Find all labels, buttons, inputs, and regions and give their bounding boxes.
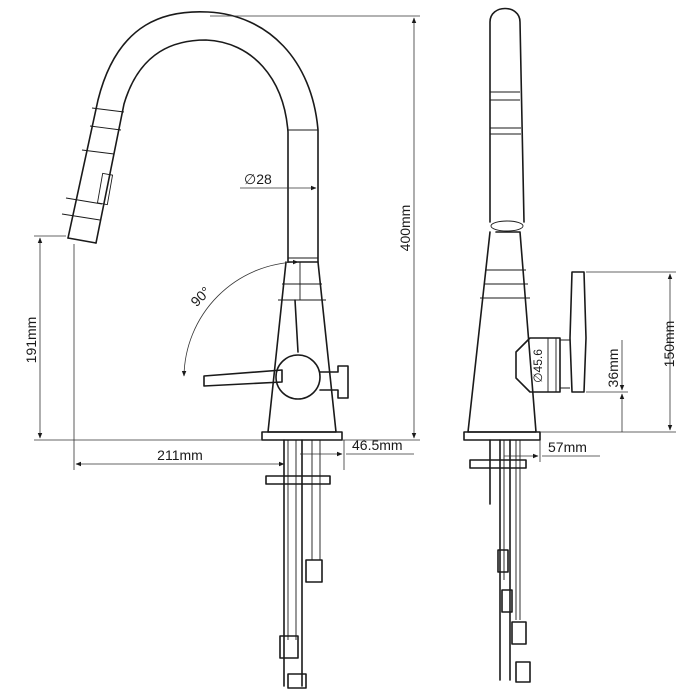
side-dimensions: 150mm 36mm ∅45.6 57mm — [504, 271, 677, 462]
reach-211-label: 211mm — [157, 447, 203, 463]
hose-fitting-3 — [287, 673, 307, 689]
rotation-arc — [181, 259, 299, 377]
height-191-label: 191mm — [23, 317, 39, 364]
side-spout — [489, 7, 525, 223]
faucet-body — [267, 261, 337, 433]
side-aerator — [490, 220, 524, 232]
side-base — [463, 431, 541, 441]
side-fitting-1 — [497, 549, 509, 573]
handle-diameter-label: ∅45.6 — [531, 349, 545, 383]
hose-fitting-2 — [279, 635, 299, 659]
offset-46-label: 46.5mm — [352, 437, 403, 453]
supply-hoses — [287, 440, 321, 640]
side-knob — [319, 365, 349, 399]
pull-out-button — [96, 172, 114, 206]
side-body — [467, 231, 537, 433]
side-shank — [469, 439, 527, 681]
hose-fitting-1 — [305, 559, 323, 583]
spout-diameter-label: ∅28 — [244, 171, 272, 187]
handle-offset-label: 36mm — [605, 349, 621, 388]
mounting-shank — [265, 439, 331, 687]
side-body-collar — [480, 269, 530, 299]
front-dimensions: 400mm 191mm 211mm 46.5mm ∅28 90° — [23, 15, 420, 470]
side-view — [463, 7, 587, 683]
side-fitting-3 — [511, 621, 527, 645]
side-handle-hub — [515, 337, 561, 393]
side-fitting-4 — [515, 661, 531, 683]
spout-head-bands — [61, 107, 125, 221]
lever-handle — [203, 369, 283, 387]
side-hoses — [503, 440, 521, 620]
lever-stem — [294, 299, 299, 353]
height-400-label: 400mm — [397, 205, 413, 252]
spout-head-tip — [67, 237, 97, 244]
handle-height-label: 150mm — [661, 321, 677, 368]
side-handle-neck — [560, 339, 570, 389]
base-plate — [261, 431, 343, 441]
spout-arc-inner — [95, 39, 289, 263]
side-depth-label: 57mm — [548, 439, 587, 455]
side-fitting-2 — [501, 589, 513, 613]
spout-arc — [67, 10, 319, 263]
spout-neck-bands — [288, 129, 318, 259]
side-handle-ring — [547, 338, 557, 392]
side-handle-lever — [569, 271, 587, 393]
front-view — [61, 10, 349, 689]
side-spout-bands — [490, 91, 521, 135]
